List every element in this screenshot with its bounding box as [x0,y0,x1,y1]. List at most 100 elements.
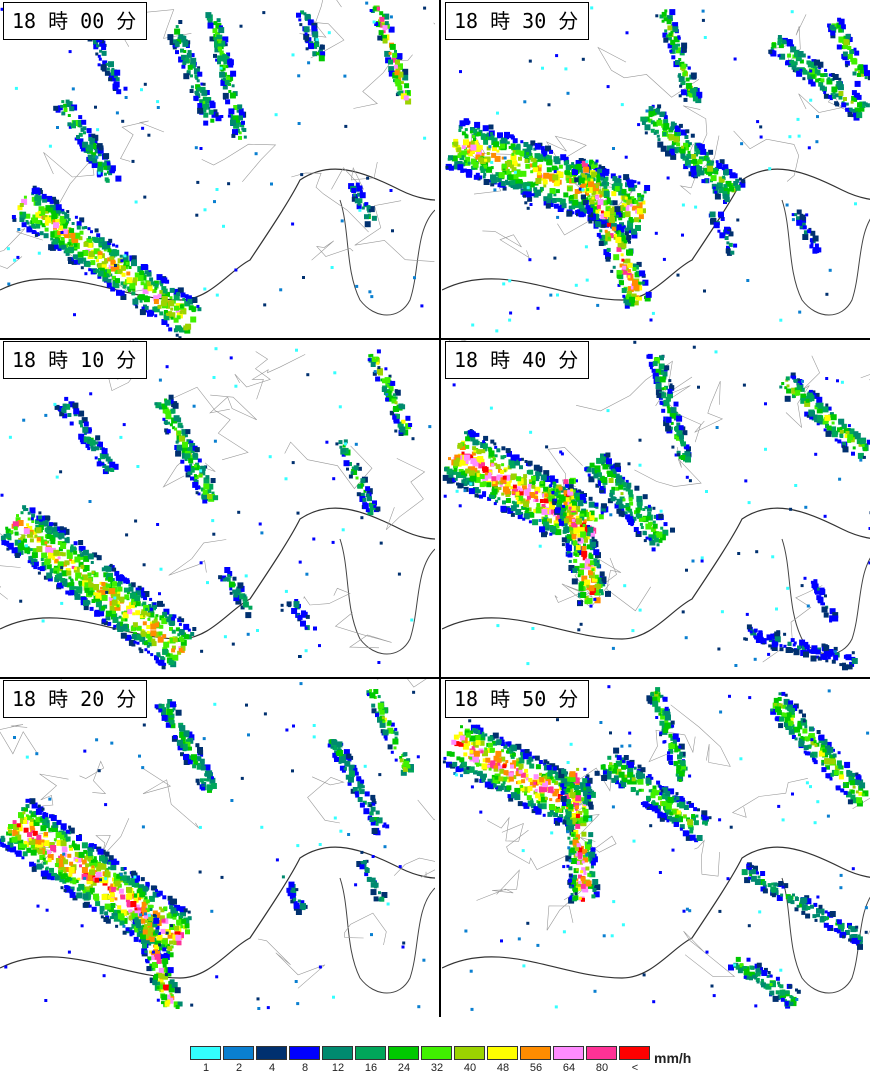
legend-swatch [322,1046,353,1060]
coastline [339,877,435,994]
coastline [0,507,435,640]
radar-map [442,685,870,1011]
boundary-line [303,587,351,606]
boundary-line [43,152,95,208]
boundary-line [334,612,392,649]
boundary-line [482,230,530,259]
precipitation-echoes [0,1,427,339]
boundary-line [506,829,566,870]
boundary-line [0,724,37,755]
boundary-line [209,394,258,421]
horizontal-divider [0,338,870,340]
coastline [781,877,870,994]
coastline [781,199,870,316]
boundary-line [39,773,69,807]
boundary-line [670,704,731,767]
coastline [339,199,435,316]
legend-label: < [631,1062,639,1074]
legend-label: 40 [463,1062,477,1074]
legend-label: 2 [235,1062,243,1074]
boundary-line [694,380,724,433]
legend-label: 16 [364,1062,378,1074]
legend-swatch [553,1046,584,1060]
coastline [0,168,435,301]
boundary-line [142,768,200,829]
boundary-line [634,447,702,487]
legend-label: 64 [562,1062,576,1074]
timestamp-label: 18 時 20 分 [3,680,148,718]
coastline [0,846,435,979]
boundary-line [257,938,326,989]
boundary-line [234,351,271,388]
legend-swatch [388,1046,419,1060]
legend-swatch [454,1046,485,1060]
boundary-line [860,374,870,379]
boundary-line [547,447,583,490]
boundary-line [566,557,617,598]
boundary-line [299,22,345,59]
radar-panel-1820: 18 時 20 分 [0,678,435,1017]
boundary-line [331,161,378,190]
boundary-line [251,354,306,400]
boundary-line [393,857,435,878]
radar-map [442,2,870,333]
boundary-line [168,539,227,576]
legend-label: 56 [529,1062,543,1074]
boundary-line [167,386,249,461]
boundary-line [694,839,720,877]
legend-label: 1 [202,1062,210,1074]
legend-swatch [520,1046,551,1060]
radar-panel-1830: 18 時 30 分 [442,0,870,339]
timestamp-label: 18 時 40 分 [445,341,590,379]
boundary-line [682,105,708,170]
timestamp-label: 18 時 10 分 [3,341,148,379]
boundary-line [344,912,387,946]
boundary-line [417,799,435,821]
boundary-line [120,120,165,162]
legend-swatch [289,1046,320,1060]
legend-label: 48 [496,1062,510,1074]
boundary-line [354,200,435,262]
radar-map [442,339,870,671]
radar-panel-1840: 18 時 40 分 [442,339,870,678]
legend-swatch [190,1046,221,1060]
boundary-line [785,355,820,429]
boundary-line [798,93,847,113]
coastline [442,168,870,301]
timestamp-label: 18 時 30 分 [445,2,590,40]
legend-swatch [586,1046,617,1060]
radar-map [0,678,435,1010]
legend-label: 12 [331,1062,345,1074]
radar-panel-1800: 18 時 00 分 [0,0,435,339]
precipitation-echoes [445,6,870,333]
legend-swatch [223,1046,254,1060]
radar-map [0,339,435,670]
boundary-line [576,360,673,412]
boundary-line [683,930,736,977]
coastline [442,507,870,640]
boundary-line [597,46,700,98]
coastline [442,846,870,979]
boundary-line [476,869,520,901]
legend-swatch [619,1046,650,1060]
boundary-line [376,678,429,688]
precipitation-echoes [0,682,426,1010]
boundary-line [0,228,43,269]
boundary-line [291,172,369,233]
legend-label: 80 [595,1062,609,1074]
radar-panel-1810: 18 時 10 分 [0,339,435,678]
precipitation-echoes [442,340,870,671]
boundary-line [546,886,587,931]
boundary-line [433,22,435,25]
boundary-line [27,830,59,873]
boundary-line [733,130,800,182]
boundary-line [648,729,696,763]
precipitation-echoes [442,685,870,1011]
legend-unit: mm/h [654,1050,692,1066]
legend-label: 32 [430,1062,444,1074]
boundary-line [385,458,426,531]
coastline [339,538,435,655]
boundary-line [311,240,354,261]
legend-label: 8 [301,1062,309,1074]
boundary-line [731,778,808,818]
